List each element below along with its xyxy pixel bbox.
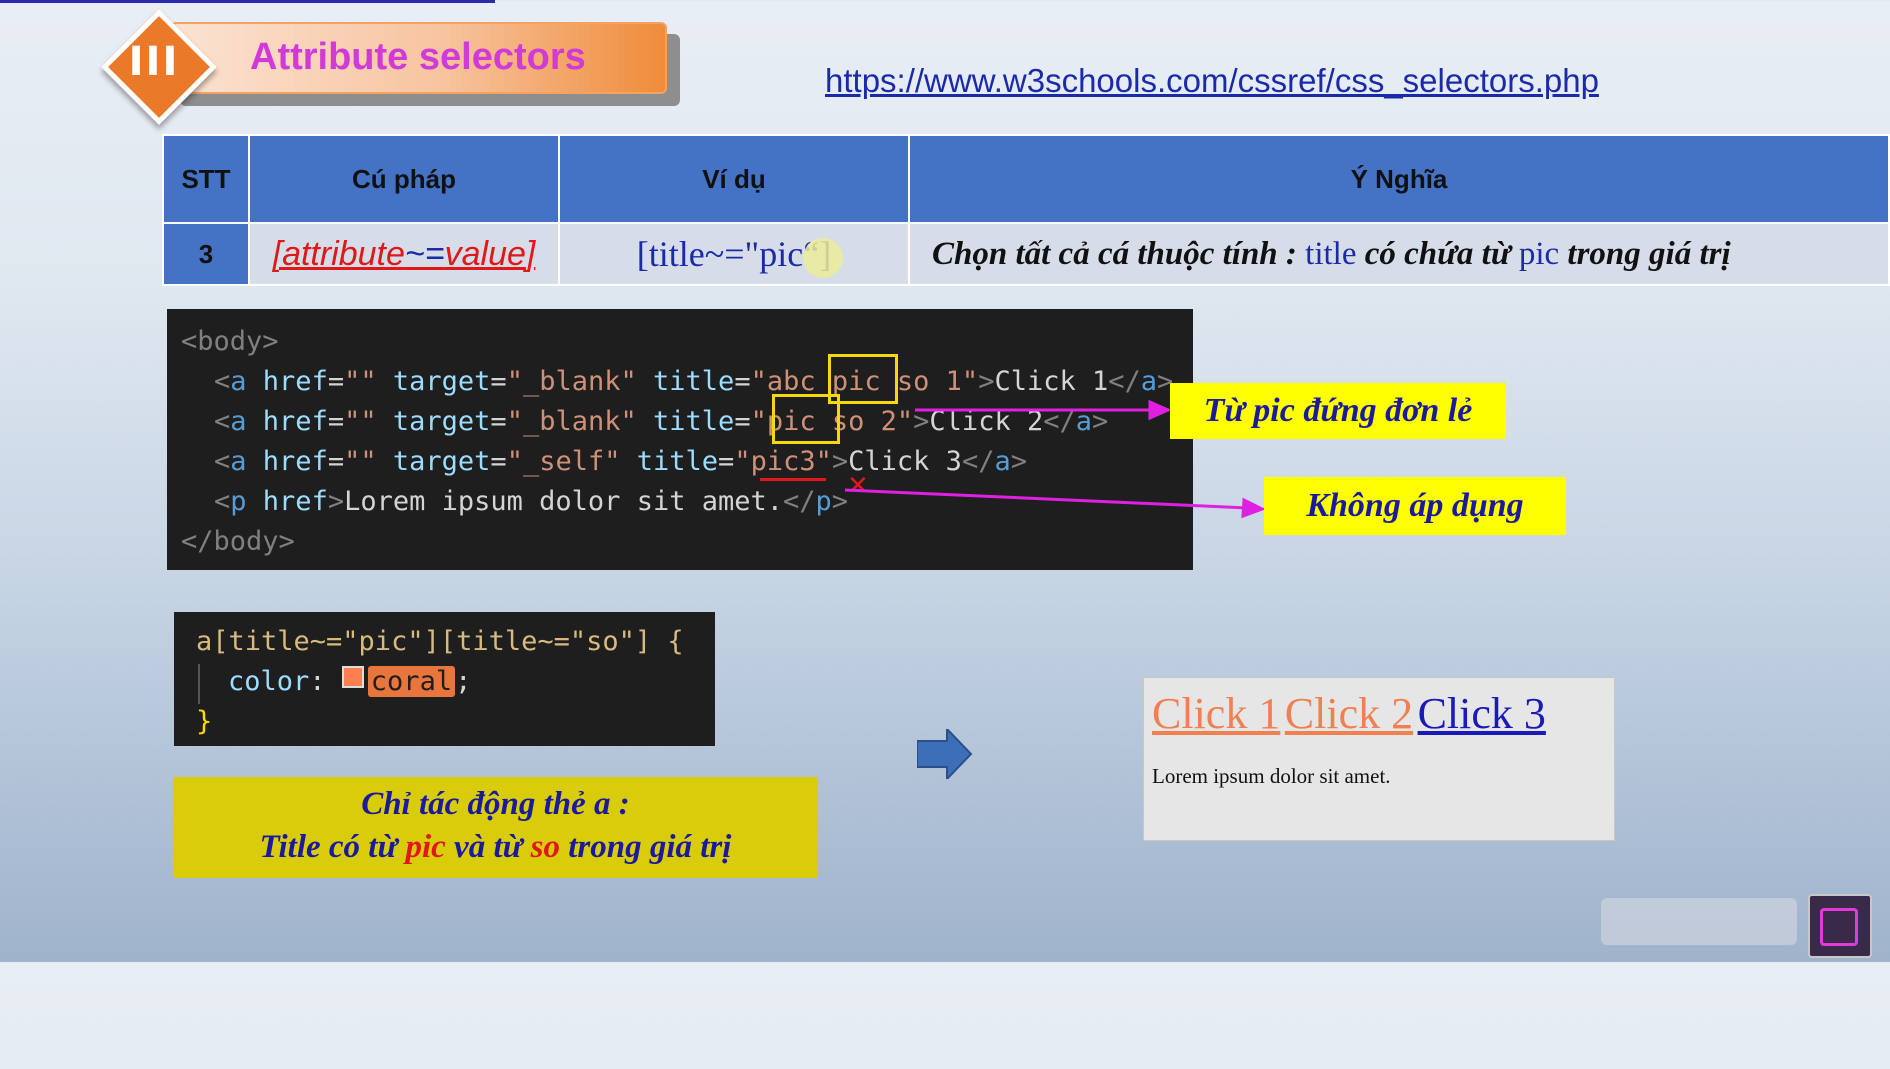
- code-line: <body>: [181, 322, 279, 362]
- highlight-box: [828, 354, 898, 404]
- row-stt: 3: [162, 222, 250, 286]
- body-open-tag: <body>: [181, 326, 279, 357]
- code-line: <p href>Lorem ipsum dolor sit amet.</p>: [214, 486, 849, 517]
- section-number: III: [128, 39, 180, 85]
- reference-link[interactable]: https://www.w3schools.com/cssref/css_sel…: [825, 62, 1599, 99]
- example-value: [title~="pic“]: [636, 234, 832, 274]
- color-swatch-icon: [341, 666, 364, 688]
- note-keyword-pic: pic: [405, 829, 446, 865]
- code-line: a[title~="pic"][title~="so"] {: [196, 622, 684, 662]
- section-badge: III: [101, 9, 217, 125]
- meaning-keyword: title: [1305, 235, 1357, 272]
- syntax-close: ]: [525, 234, 536, 273]
- code-line: color: coral;: [228, 666, 472, 697]
- callout-single-word: Từ pic đứng đơn lẻ: [1170, 383, 1506, 439]
- arrowhead-not-applied: [1241, 497, 1266, 519]
- note-keyword-so: so: [530, 829, 560, 865]
- cursor-highlight: [803, 238, 844, 278]
- row-meaning: Chọn tất cả cá thuộc tính : title có chứ…: [908, 222, 1890, 286]
- result-preview: Click 1 Click 2 Click 3 Lorem ipsum dolo…: [1143, 677, 1615, 841]
- note-box: Chỉ tác động thẻ a : Title có từ pic và …: [173, 777, 818, 878]
- code-line: <a href="" target="_blank" title="abc pi…: [214, 366, 1174, 397]
- table-header-row: STT Cú pháp Ví dụ Ý Nghĩa: [162, 134, 1890, 224]
- body-close-tag: </body>: [181, 526, 295, 557]
- code-line: <a href="" target="_blank" title="pic so…: [214, 406, 1109, 437]
- note-text: trong giá trị: [559, 829, 732, 865]
- code-line: <a href="" target="_self" title="pic3">C…: [214, 446, 1027, 477]
- css-code-panel: a[title~="pic"][title~="so"] { color: co…: [174, 612, 715, 746]
- header-meaning: Ý Nghĩa: [908, 134, 1890, 224]
- title-banner: [170, 22, 667, 94]
- css-property: color: [228, 666, 310, 697]
- arrow-line-not-applied: [844, 488, 1249, 510]
- red-underline: [760, 478, 826, 481]
- row-syntax: [attribute~=value]: [248, 222, 560, 286]
- indent-guide: [198, 664, 200, 704]
- overlay-button[interactable]: [1601, 898, 1797, 945]
- preview-links: Click 1 Click 2 Click 3: [1152, 688, 1546, 739]
- top-progress-line: [0, 0, 495, 3]
- syntax-text: [attribute~=value]: [273, 235, 536, 273]
- annotation-arrows: [844, 399, 1266, 519]
- syntax-table: STT Cú pháp Ví dụ Ý Nghĩa 3 [attribute~=…: [162, 134, 1890, 286]
- line3-title: pic3: [750, 446, 816, 477]
- meaning-part: trong giá trị: [1559, 235, 1731, 272]
- note-line-1: Chỉ tác động thẻ a :: [361, 786, 630, 822]
- preview-paragraph: Lorem ipsum dolor sit amet.: [1152, 764, 1391, 788]
- slide-title: Attribute selectors: [250, 36, 586, 78]
- syntax-open: [: [272, 234, 283, 273]
- meaning-keyword: pic: [1518, 235, 1560, 272]
- header-syntax: Cú pháp: [248, 134, 560, 224]
- syntax-attr: attribute: [282, 234, 405, 273]
- right-arrow-icon: [917, 729, 973, 779]
- preview-link-2[interactable]: Click 2: [1284, 689, 1414, 738]
- syntax-operator: ~=: [404, 234, 445, 273]
- channel-avatar-icon[interactable]: [1808, 894, 1872, 958]
- line1-target: _blank: [522, 366, 621, 397]
- preview-link-3[interactable]: Click 3: [1417, 689, 1546, 738]
- row-example: [title~="pic“]: [558, 222, 910, 286]
- highlight-box: [772, 394, 840, 444]
- table-row: 3 [attribute~=value] [title~="pic“] Chọn…: [162, 222, 1890, 286]
- html-code-panel: <body> <a href="" target="_blank" title=…: [167, 309, 1193, 570]
- note-text: và từ: [445, 829, 531, 865]
- line3-text: Click 3: [848, 446, 962, 477]
- line1-text: Click 1: [994, 366, 1109, 397]
- code-line: }: [196, 702, 212, 742]
- css-selector: a[title~="pic"][title~="so"] {: [196, 626, 684, 657]
- line1-title: abc pic so 1: [766, 366, 962, 397]
- p-text: Lorem ipsum dolor sit amet.: [344, 486, 783, 517]
- meaning-part: Chọn tất cả cá thuộc tính :: [932, 235, 1306, 272]
- meaning-part: có chứa từ: [1356, 235, 1519, 272]
- css-close-brace: }: [196, 706, 213, 737]
- note-line-2: Title có từ pic và từ so trong giá trị: [173, 826, 818, 869]
- avatar-frame: [1820, 908, 1858, 946]
- syntax-value: value: [444, 234, 526, 273]
- example-text: [title~="pic“]: [636, 234, 844, 278]
- code-line: </body>: [181, 522, 295, 562]
- callout-not-applied: Không áp dụng: [1264, 477, 1566, 535]
- cross-mark-icon: ✕: [847, 471, 869, 501]
- css-value: coral: [367, 666, 456, 697]
- line3-target: _self: [522, 446, 605, 477]
- line2-target: _blank: [522, 406, 621, 437]
- note-text: Title có từ: [259, 829, 406, 865]
- preview-link-1[interactable]: Click 1: [1152, 689, 1281, 738]
- header-example: Ví dụ: [558, 134, 910, 224]
- header-stt: STT: [162, 134, 250, 224]
- arrowhead-single: [1148, 399, 1172, 421]
